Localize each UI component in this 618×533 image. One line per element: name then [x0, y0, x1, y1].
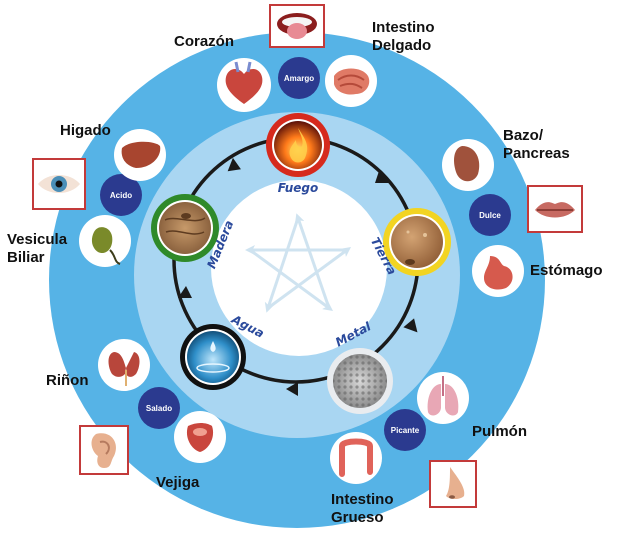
- heart-icon: [225, 68, 263, 104]
- taste-label-metal: Picante: [391, 426, 420, 435]
- taste-label-fuego: Amargo: [284, 74, 314, 83]
- kidney-icon: [108, 352, 140, 377]
- organ-rinon: [98, 339, 150, 391]
- arrow-agua-madera: [178, 286, 192, 298]
- element-metal: [327, 348, 393, 414]
- wood-image: [159, 202, 211, 254]
- water-image: [187, 331, 239, 383]
- element-label-fuego: Fuego: [278, 181, 319, 195]
- arrow-madera-fuego: [227, 157, 241, 172]
- element-tierra: [383, 208, 451, 276]
- cycle-arrows: [178, 157, 418, 396]
- flame-icon: [289, 128, 308, 163]
- taste-label-tierra: Dulce: [479, 211, 501, 220]
- element-agua: [180, 324, 246, 390]
- label-intestino-grueso: Intestino Grueso: [331, 491, 394, 526]
- element-fuego: [266, 113, 330, 177]
- bladder-icon: [186, 423, 214, 452]
- label-corazon: Corazón: [174, 33, 234, 50]
- element-madera: [151, 194, 219, 262]
- sense-box-metal: [429, 460, 477, 508]
- organ-intestino-grueso: [330, 432, 382, 484]
- label-intestino-delgado: Intestino Delgado: [372, 19, 435, 54]
- gallbladder-icon: [91, 227, 113, 254]
- lungs-icon: [427, 384, 459, 416]
- earth-image: [391, 216, 443, 268]
- taste-badge-madera: Acido: [100, 174, 142, 216]
- eye-icon: [38, 175, 80, 193]
- large-intestine-icon: [339, 438, 373, 477]
- nose-icon: [446, 467, 465, 499]
- sense-box-agua: [79, 425, 129, 475]
- taste-badge-fuego: Amargo: [278, 57, 320, 99]
- sense-box-madera: [32, 158, 86, 210]
- label-pulmon: Pulmón: [472, 423, 527, 440]
- control-star: [245, 213, 352, 313]
- sense-box-fuego: [269, 4, 325, 48]
- label-vesicula: Vesicula Biliar: [7, 231, 68, 266]
- tongue-icon: [277, 13, 317, 39]
- lips-icon: [535, 202, 575, 218]
- label-vejiga: Vejiga: [156, 474, 200, 491]
- organ-pulmon: [417, 372, 469, 424]
- arrow-fuego-tierra: [375, 171, 389, 183]
- organ-corazon: [217, 58, 271, 112]
- arrow-metal-agua: [286, 382, 298, 396]
- spleen-icon: [454, 146, 480, 182]
- ear-icon: [91, 433, 116, 468]
- taste-badge-tierra: Dulce: [469, 194, 511, 236]
- label-rinon: Riñon: [46, 372, 89, 389]
- taste-label-madera: Acido: [110, 191, 132, 200]
- organ-intestino-delgado: [325, 55, 377, 107]
- inner-disk: [211, 180, 387, 356]
- sense-box-tierra: [527, 185, 583, 233]
- organ-estomago: [472, 245, 524, 297]
- taste-badge-metal: Picante: [384, 409, 426, 451]
- arrow-tierra-metal: [403, 318, 418, 333]
- label-bazo: Bazo/ Pancreas: [503, 127, 570, 162]
- taste-badge-agua: Salado: [138, 387, 180, 429]
- label-higado: Higado: [60, 122, 111, 139]
- stomach-icon: [484, 256, 513, 290]
- fire-image: [274, 121, 322, 169]
- organ-higado: [114, 129, 166, 181]
- label-estomago: Estómago: [530, 262, 603, 279]
- liver-icon: [121, 141, 161, 168]
- small-intestine-icon: [334, 68, 370, 95]
- organ-bazo: [442, 139, 494, 191]
- taste-label-agua: Salado: [146, 404, 172, 413]
- organ-vesicula: [79, 215, 131, 267]
- organ-vejiga: [174, 411, 226, 463]
